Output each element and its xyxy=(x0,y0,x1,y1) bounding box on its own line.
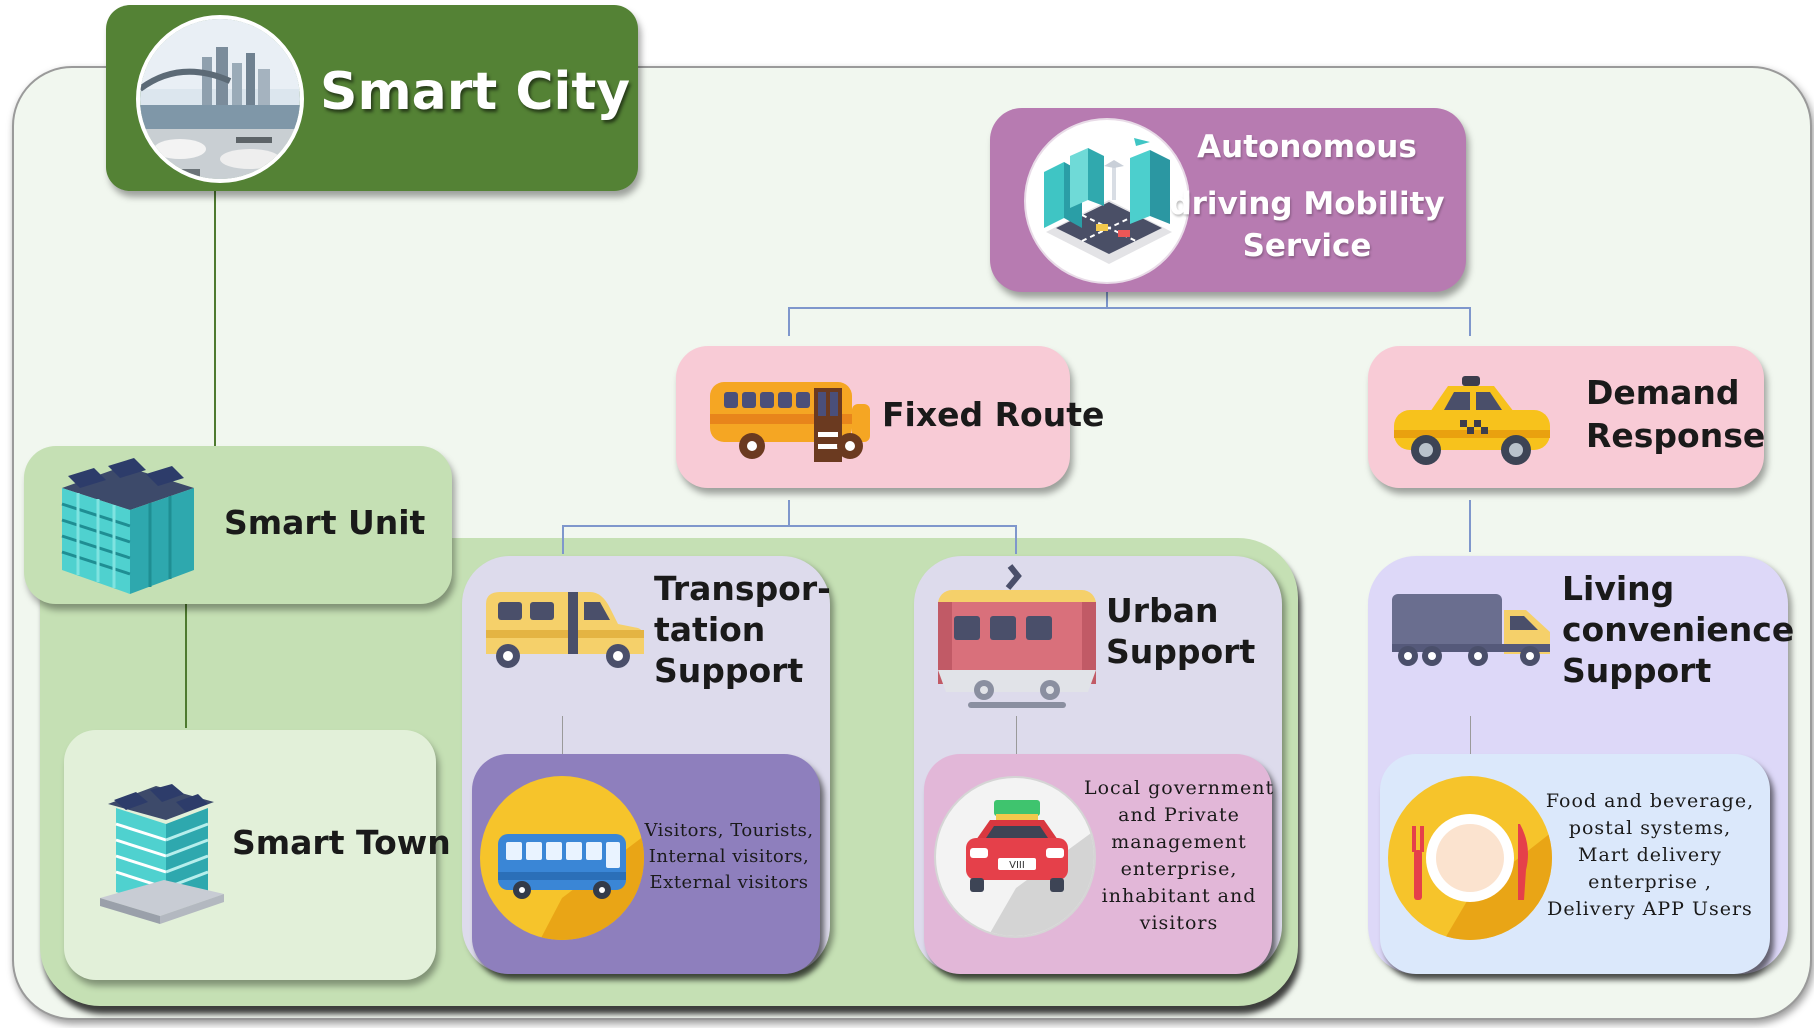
transportation-users-text: Visitors, Tourists, Internal visitors, E… xyxy=(644,818,814,896)
building-icon xyxy=(54,448,204,598)
urban-user-line3: management xyxy=(1111,831,1247,853)
transport-title-line1: Transpor- xyxy=(654,569,831,608)
truck-icon xyxy=(1386,584,1556,674)
autonomous-branch-connector xyxy=(788,292,1108,336)
urban-user-line2: and Private xyxy=(1118,804,1240,826)
bus-icon xyxy=(480,776,644,940)
autonomous-title-line2: driving Mobility xyxy=(1169,186,1445,222)
autonomous-title-line3: Service xyxy=(1242,228,1372,264)
urban-user-line5: inhabitant and xyxy=(1101,885,1257,907)
transport-user-line3: External visitors xyxy=(649,872,809,893)
smart-unit-title: Smart Unit xyxy=(224,503,426,542)
urban-title-line2: Support xyxy=(1106,632,1256,671)
apartment-icon xyxy=(98,780,228,930)
fixed-route-title: Fixed Route xyxy=(882,395,1105,434)
living-convenience-title: Living convenience Support xyxy=(1562,568,1794,691)
autonomous-mobility-title: Autonomous driving Mobility Service xyxy=(1169,126,1444,267)
living-user-line1: Food and beverage, xyxy=(1545,790,1755,812)
transport-inner-connector xyxy=(562,716,563,778)
smart-city-title: Smart City xyxy=(320,62,631,122)
living-user-line3: Mart delivery xyxy=(1578,844,1722,866)
living-user-line5: Delivery APP Users xyxy=(1547,898,1753,920)
car-icon: VIII xyxy=(934,776,1096,938)
living-inner-connector xyxy=(1470,716,1471,778)
demand-title-line2: Response xyxy=(1586,416,1766,455)
plate-icon xyxy=(1388,776,1552,940)
tram-icon xyxy=(932,562,1102,712)
school-bus-icon xyxy=(704,370,874,470)
living-user-line2: postal systems, xyxy=(1568,817,1732,839)
demand-response-title: Demand Response xyxy=(1586,372,1765,456)
transport-user-line2: Internal visitors, xyxy=(648,846,810,867)
living-title-line3: Support xyxy=(1562,651,1712,690)
living-users-text: Food and beverage, postal systems, Mart … xyxy=(1544,788,1756,923)
demand-title-line1: Demand xyxy=(1586,373,1740,412)
urban-title-line1: Urban xyxy=(1106,591,1219,630)
living-user-line4: enterprise , xyxy=(1588,871,1712,893)
urban-user-line4: enterprise, xyxy=(1120,858,1238,880)
city-photo-icon xyxy=(136,15,304,183)
autonomous-demand-connector xyxy=(1107,307,1471,336)
living-title-line2: convenience xyxy=(1562,610,1795,649)
urban-users-text: Local government and Private management … xyxy=(1084,775,1274,937)
autonomous-title-line1: Autonomous xyxy=(1197,129,1417,165)
taxi-icon xyxy=(1386,372,1556,472)
urban-user-line1: Local government xyxy=(1084,777,1275,799)
transport-user-line1: Visitors, Tourists, xyxy=(644,820,814,841)
smart-town-title: Smart Town xyxy=(232,823,451,862)
urban-support-title: Urban Support xyxy=(1106,590,1255,672)
transport-title-line3: Support xyxy=(654,651,804,690)
transportation-support-title: Transpor- tation Support xyxy=(654,568,831,691)
fixed-route-branch-connector xyxy=(562,500,790,554)
svg-text:VIII: VIII xyxy=(1009,860,1025,871)
urban-inner-connector xyxy=(1016,716,1017,778)
minibus-icon xyxy=(478,584,648,674)
fixed-route-urban-connector xyxy=(789,525,1017,554)
living-title-line1: Living xyxy=(1562,569,1675,608)
transport-title-line2: tation xyxy=(654,610,766,649)
urban-user-line6: visitors xyxy=(1139,912,1219,934)
isometric-city-icon xyxy=(1024,118,1190,284)
